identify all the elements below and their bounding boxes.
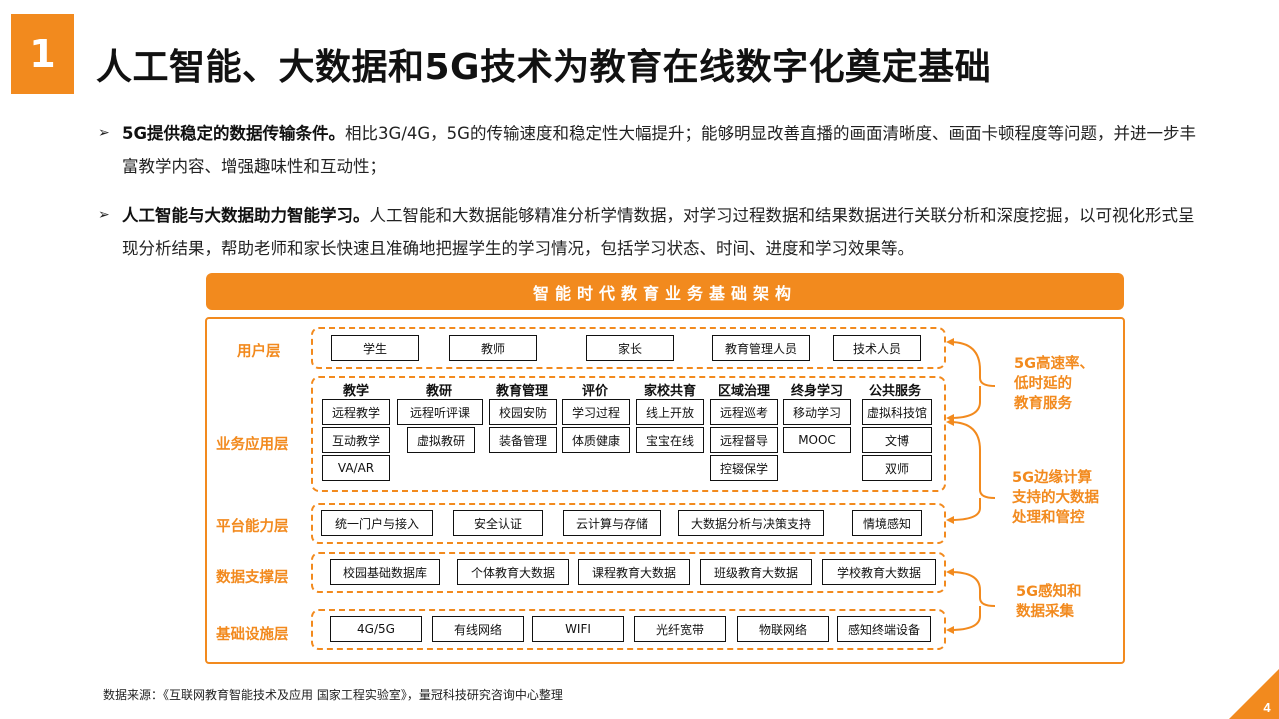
architecture-frame	[205, 317, 1125, 664]
data-source-note: 数据来源：《互联网教育智能技术及应用 国家工程实验室》，量冠科技研究咨询中心整理	[103, 688, 563, 702]
side-note-line: 处理和管控	[1012, 510, 1085, 526]
user-box: 教育管理人员	[712, 335, 810, 361]
page-number-corner: 4	[1229, 669, 1279, 719]
section-number: 1	[29, 32, 56, 76]
column-head: 公共服务	[868, 384, 921, 399]
side-note-line: 5G边缘计算	[1012, 470, 1092, 486]
data-box: 课程教育大数据	[578, 559, 690, 585]
column-head: 区域治理	[717, 384, 770, 399]
column-head: 教育管理	[495, 384, 548, 399]
layer-label-infra: 基础设施层	[216, 627, 289, 643]
side-note-2: 5G边缘计算 支持的大数据 处理和管控	[1012, 468, 1099, 528]
column-head: 教研	[425, 384, 452, 399]
business-box: 文博	[862, 427, 932, 453]
column-head: 终身学习	[790, 384, 843, 399]
platform-box: 安全认证	[453, 510, 543, 536]
side-note-line: 支持的大数据	[1012, 490, 1099, 506]
arrow-head-icon	[946, 568, 954, 576]
user-box: 教师	[449, 335, 537, 361]
business-layer-region	[311, 376, 946, 492]
side-note-3: 5G感知和 数据采集	[1016, 582, 1082, 622]
arrow-head-icon	[946, 516, 954, 524]
business-box: MOOC	[783, 427, 851, 453]
bullet-heading: 人工智能与大数据助力智能学习。	[122, 206, 370, 225]
page-corner-shape	[1229, 669, 1279, 719]
side-note-1: 5G高速率、 低时延的 教育服务	[1014, 354, 1094, 414]
business-box: 虚拟教研	[407, 427, 475, 453]
layer-label-data: 数据支撑层	[216, 570, 289, 586]
layer-label-platform: 平台能力层	[216, 519, 289, 535]
business-box: 控辍保学	[710, 455, 778, 481]
data-layer-region	[311, 552, 946, 593]
platform-box: 情境感知	[852, 510, 922, 536]
platform-box: 云计算与存储	[563, 510, 661, 536]
connector-brackets	[946, 338, 996, 634]
infra-box: 4G/5G	[330, 616, 422, 642]
business-box: 远程听评课	[397, 399, 483, 425]
architecture-header: 智能时代教育业务基础架构	[206, 273, 1124, 310]
business-box: 装备管理	[489, 427, 557, 453]
user-box: 家长	[586, 335, 674, 361]
business-box: 校园安防	[489, 399, 557, 425]
bracket-2	[949, 421, 996, 521]
business-box: 学习过程	[562, 399, 630, 425]
bullet-body: 相比3G/4G，5G的传输速度和稳定性大幅提升；能够明显改善直播的画面清晰度、画…	[122, 124, 1196, 176]
data-box: 校园基础数据库	[330, 559, 440, 585]
bullet-body: 人工智能和大数据能够精准分析学情数据，对学习过程数据和结果数据进行关联分析和深度…	[122, 206, 1195, 258]
infra-layer-region	[311, 609, 946, 650]
platform-box: 统一门户与接入	[321, 510, 433, 536]
business-box: 移动学习	[783, 399, 851, 425]
business-box: 互动教学	[322, 427, 390, 453]
side-note-line: 数据采集	[1016, 604, 1074, 620]
data-box: 班级教育大数据	[700, 559, 812, 585]
column-head: 家校共育	[643, 384, 696, 399]
layer-label-business: 业务应用层	[216, 437, 289, 453]
business-box: 虚拟科技馆	[862, 399, 932, 425]
business-box: 远程教学	[322, 399, 390, 425]
bullet-item: ➢ 人工智能与大数据助力智能学习。人工智能和大数据能够精准分析学情数据，对学习过…	[98, 199, 1208, 265]
platform-box: 大数据分析与决策支持	[678, 510, 824, 536]
infra-box: 感知终端设备	[837, 616, 931, 642]
bullet-item: ➢ 5G提供稳定的数据传输条件。相比3G/4G，5G的传输速度和稳定性大幅提升；…	[98, 117, 1208, 183]
platform-layer-region	[311, 503, 946, 544]
side-note-line: 低时延的	[1014, 376, 1072, 392]
infra-box: WIFI	[532, 616, 624, 642]
page-title: 人工智能、大数据和5G技术为教育在线数字化奠定基础	[96, 47, 992, 88]
column-head: 教学	[342, 384, 369, 399]
bullet-heading: 5G提供稳定的数据传输条件。	[122, 124, 346, 143]
business-box: 线上开放	[636, 399, 704, 425]
data-box: 学校教育大数据	[822, 559, 936, 585]
user-box: 技术人员	[833, 335, 921, 361]
arrow-bullet-icon: ➢	[98, 125, 110, 141]
data-box: 个体教育大数据	[457, 559, 569, 585]
side-note-line: 5G高速率、	[1014, 356, 1094, 372]
arrow-head-icon	[946, 338, 954, 346]
business-box: 双师	[862, 455, 932, 481]
column-head: 评价	[581, 384, 608, 399]
arrow-bullet-icon: ➢	[98, 207, 110, 223]
layer-label-user: 用户层	[237, 344, 281, 360]
business-box: 宝宝在线	[636, 427, 704, 453]
infra-box: 有线网络	[432, 616, 524, 642]
page-number: 4	[1263, 700, 1271, 715]
business-box: 远程巡考	[710, 399, 778, 425]
arrow-head-icon	[946, 418, 954, 426]
business-box: VA/AR	[322, 455, 390, 481]
infra-box: 光纤宽带	[634, 616, 726, 642]
side-note-line: 教育服务	[1014, 396, 1072, 412]
arrow-head-icon	[946, 626, 954, 634]
user-box: 学生	[331, 335, 419, 361]
bracket-3	[949, 571, 996, 631]
business-box: 远程督导	[710, 427, 778, 453]
infra-box: 物联网络	[737, 616, 829, 642]
side-note-line: 5G感知和	[1016, 584, 1082, 600]
section-number-badge: 1	[11, 14, 74, 94]
user-layer-region	[311, 327, 946, 369]
business-box: 体质健康	[562, 427, 630, 453]
bracket-1	[949, 341, 996, 419]
